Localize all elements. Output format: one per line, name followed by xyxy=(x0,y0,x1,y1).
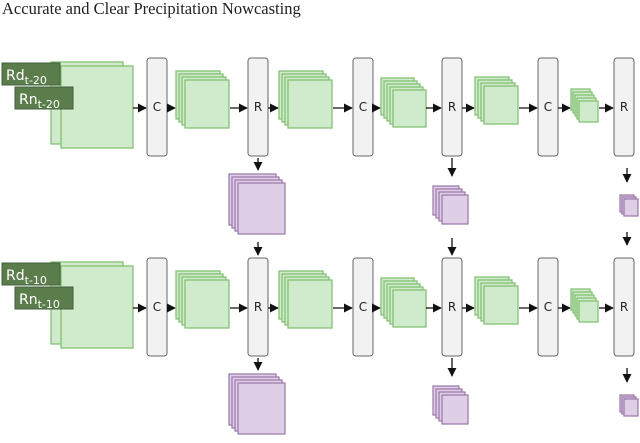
conv-block-3: C xyxy=(537,57,559,157)
input-tag-rn: Rnt-10 xyxy=(14,286,74,311)
feature-stack-4 xyxy=(474,76,519,125)
conv-block-3-label: C xyxy=(544,300,552,314)
state-stack-2 xyxy=(432,185,469,225)
state-stack-3 xyxy=(619,394,639,417)
recurrent-block-2: R xyxy=(441,257,463,357)
feature-stack-1 xyxy=(175,270,230,329)
recurrent-block-2-label: R xyxy=(448,100,456,114)
feature-stack-2 xyxy=(278,270,333,329)
state-stack-1 xyxy=(228,173,286,235)
input-tag-rd: Rdt-20 xyxy=(1,62,61,87)
feature-stack-3 xyxy=(380,77,427,128)
conv-block-2-label: C xyxy=(359,100,367,114)
conv-block-1-label: C xyxy=(153,100,161,114)
state-stack-1 xyxy=(228,373,286,435)
recurrent-block-3: R xyxy=(613,257,635,357)
conv-block-1: C xyxy=(146,257,168,357)
state-stack-2 xyxy=(432,385,469,425)
conv-block-1-label: C xyxy=(153,300,161,314)
conv-block-3: C xyxy=(537,257,559,357)
input-tag-rn: Rnt-20 xyxy=(14,86,74,111)
feature-stack-3 xyxy=(380,277,427,328)
recurrent-block-2: R xyxy=(441,57,463,157)
recurrent-block-1-label: R xyxy=(254,300,262,314)
feature-stack-1 xyxy=(175,70,230,129)
feature-stack-5 xyxy=(570,288,599,323)
feature-stack-5 xyxy=(570,88,599,123)
state-stack-3 xyxy=(619,194,639,217)
conv-block-1: C xyxy=(146,57,168,157)
recurrent-block-1-label: R xyxy=(254,100,262,114)
feature-stack-2 xyxy=(278,70,333,129)
page-title: Accurate and Clear Precipitation Nowcast… xyxy=(2,0,301,18)
recurrent-block-3-label: R xyxy=(620,300,628,314)
conv-block-3-label: C xyxy=(544,100,552,114)
conv-block-2: C xyxy=(352,57,374,157)
recurrent-block-3-label: R xyxy=(620,100,628,114)
recurrent-block-2-label: R xyxy=(448,300,456,314)
input-tag-rd: Rdt-10 xyxy=(1,262,61,287)
recurrent-block-1: R xyxy=(247,57,269,157)
feature-stack-4 xyxy=(474,276,519,325)
recurrent-block-3: R xyxy=(613,57,635,157)
recurrent-block-1: R xyxy=(247,257,269,357)
conv-block-2: C xyxy=(352,257,374,357)
conv-block-2-label: C xyxy=(359,300,367,314)
